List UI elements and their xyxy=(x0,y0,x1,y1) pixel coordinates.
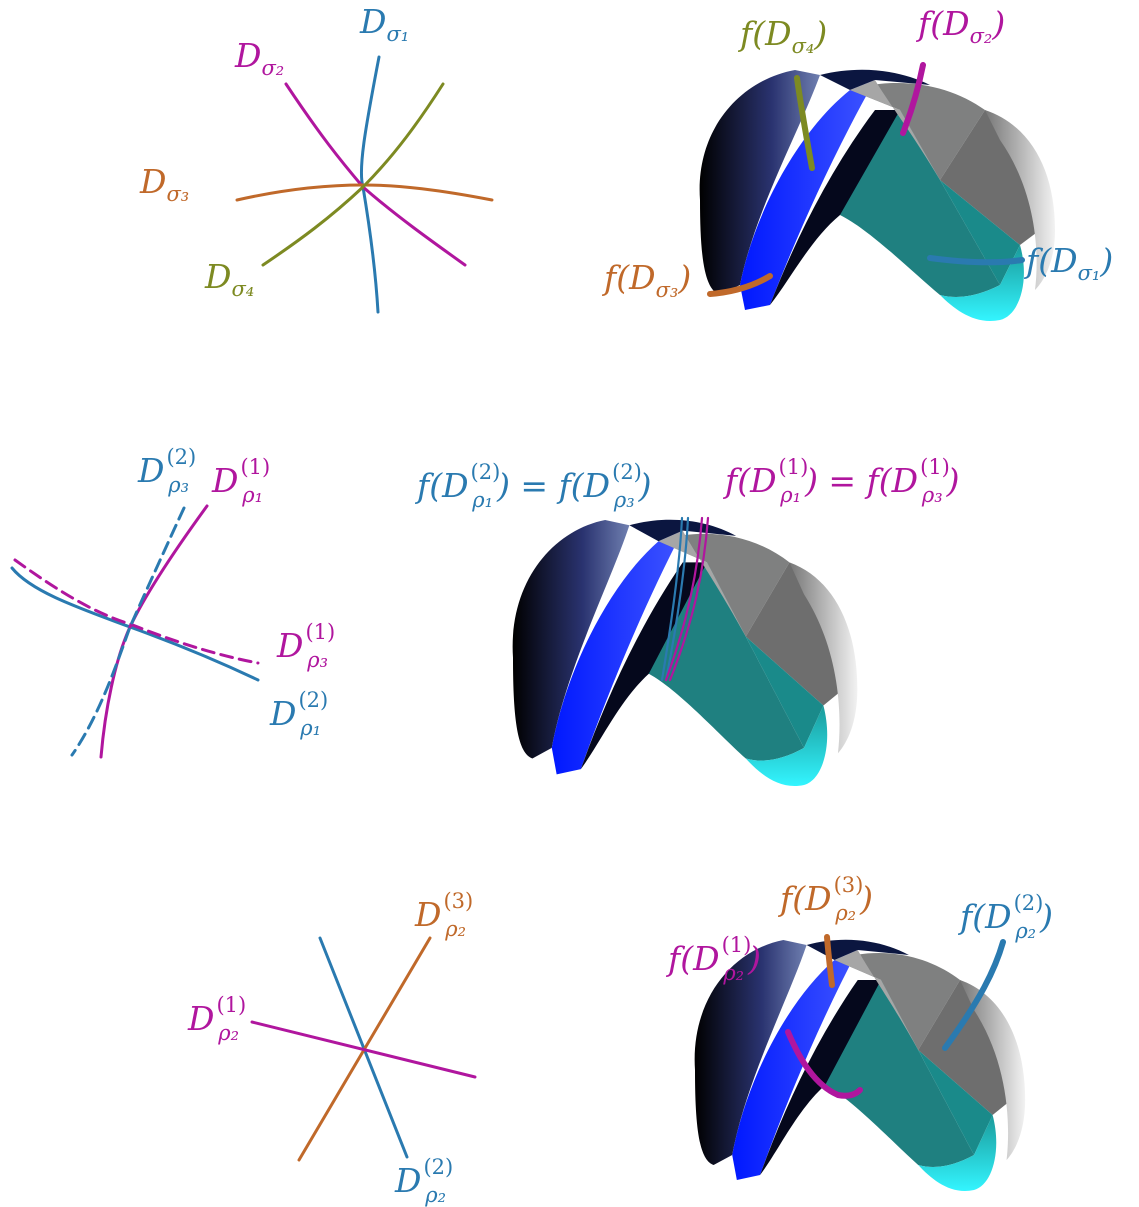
label-f-d-rho2-1: f(D(1)ρ₂) xyxy=(665,933,761,985)
label-d-rho1-1: D(1)ρ₁ xyxy=(211,455,270,507)
label-f-d-sigma4: f(Dσ₄) xyxy=(737,14,827,58)
panel1-right-surface: f(Dσ₄) f(Dσ₂) f(Dσ₃) f(Dσ₁) xyxy=(601,4,1113,321)
curve-d-rho3-2-dashed xyxy=(70,506,186,757)
label-f-blue-equality: f(D(2)ρ₁) = f(D(2)ρ₃) xyxy=(414,460,652,512)
image-curve-f-rho2-2 xyxy=(942,939,1006,1051)
label-f-d-rho2-3: f(D(3)ρ₂) xyxy=(777,873,873,925)
label-f-d-sigma2: f(Dσ₂) xyxy=(915,4,1005,48)
label-f-magenta-equality: f(D(1)ρ₁) = f(D(1)ρ₃) xyxy=(722,455,960,507)
line-d-rho2-2 xyxy=(318,936,409,1159)
image-curve-blue-double-2 xyxy=(664,516,690,682)
curve-d-rho1-1 xyxy=(99,504,209,759)
label-d-rho2-3: D(3)ρ₂ xyxy=(414,889,473,941)
image-curve-blue-double xyxy=(660,516,684,682)
label-d-rho3-2: D(2)ρ₃ xyxy=(137,445,196,497)
label-d-rho1-2: D(2)ρ₁ xyxy=(269,688,328,740)
image-curve-magenta-double-2 xyxy=(668,516,710,682)
line-d-rho2-1 xyxy=(250,1020,477,1079)
label-f-d-rho2-2: f(D(2)ρ₂) xyxy=(957,891,1053,943)
label-d-sigma3: Dσ₃ xyxy=(139,162,189,206)
label-d-sigma1: Dσ₁ xyxy=(359,2,409,46)
label-f-d-sigma1: f(Dσ₁) xyxy=(1023,241,1113,285)
image-curve-f-sigma3 xyxy=(707,273,773,297)
panel1-left-diagram: Dσ₁ Dσ₂ Dσ₃ Dσ₄ xyxy=(139,2,494,314)
image-curve-f-sigma1 xyxy=(927,255,1025,266)
image-curve-magenta-double xyxy=(664,516,704,682)
panel3-right-surface: f(D(3)ρ₂) f(D(2)ρ₂) f(D(1)ρ₂) xyxy=(665,873,1053,1191)
surface-render xyxy=(694,939,1026,1191)
label-d-sigma4: Dσ₄ xyxy=(204,257,254,301)
label-d-rho2-2: D(2)ρ₂ xyxy=(394,1155,453,1207)
label-d-rho2-1: D(1)ρ₂ xyxy=(187,993,246,1045)
label-d-sigma2: Dσ₂ xyxy=(234,36,284,80)
image-curve-f-rho2-3 xyxy=(824,934,835,988)
label-f-d-sigma3: f(Dσ₃) xyxy=(601,258,691,302)
label-d-rho3-1: D(1)ρ₃ xyxy=(276,620,335,672)
panel2-left-diagram: D(2)ρ₃ D(1)ρ₁ D(1)ρ₃ D(2)ρ₁ xyxy=(10,445,335,759)
curve-d-sigma4 xyxy=(261,82,445,267)
image-curve-f-sigma4 xyxy=(794,75,815,171)
image-curve-f-rho2-1 xyxy=(785,1029,863,1099)
panel3-left-diagram: D(3)ρ₂ D(1)ρ₂ D(2)ρ₂ xyxy=(187,889,477,1207)
panel2-right-surface: f(D(2)ρ₁) = f(D(2)ρ₃) f(D(1)ρ₁) = f(D(1)… xyxy=(414,455,960,787)
image-curve-f-sigma2 xyxy=(900,62,926,136)
